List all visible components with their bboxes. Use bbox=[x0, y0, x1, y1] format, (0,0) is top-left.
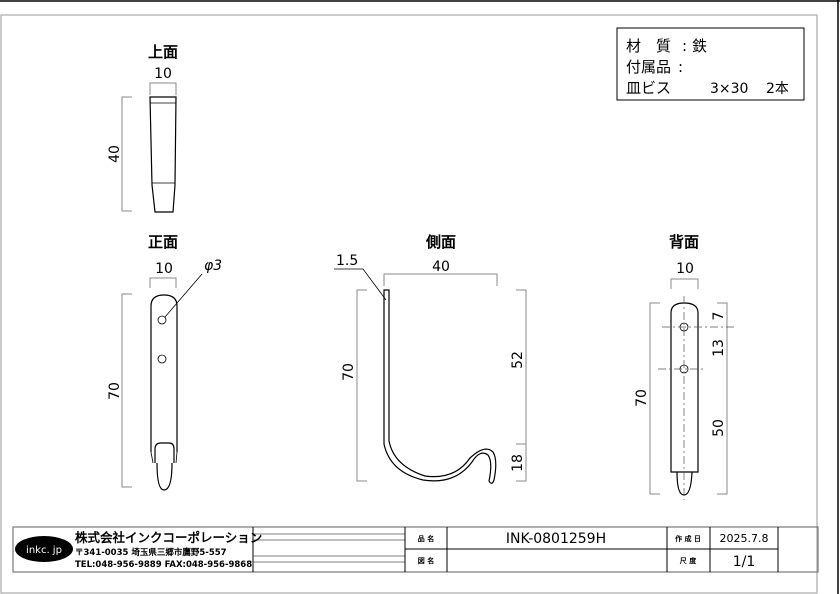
back-view-title: 背面 bbox=[669, 233, 699, 251]
accessories-colon: : bbox=[678, 58, 683, 76]
scale-label: 尺 度 bbox=[679, 556, 697, 565]
drawing-name-label: 図 名 bbox=[418, 556, 434, 565]
date-label: 作 成 日 bbox=[675, 534, 701, 543]
material-label: 材 質 bbox=[626, 37, 671, 55]
scale-value: 1/1 bbox=[733, 554, 756, 570]
product-name-value: INK-0801259H bbox=[506, 531, 606, 547]
spec-box: 材 質 : 鉄 付属品 : 皿ビス 3×30 2本 bbox=[616, 27, 805, 101]
title-block: inkc. jp 株式会社インクコーポレーション 〒341-0035 埼玉県三郷… bbox=[12, 526, 819, 573]
side-lower-dim: 18 bbox=[510, 454, 526, 472]
screw-hole bbox=[157, 315, 167, 325]
screw-hole bbox=[157, 354, 167, 364]
back-dim-c: 50 bbox=[711, 419, 727, 437]
front-view-title: 正面 bbox=[148, 233, 178, 251]
hole-diameter-dim: φ3 bbox=[204, 258, 222, 274]
side-upper-dim: 52 bbox=[510, 351, 526, 369]
side-depth-dim: 40 bbox=[432, 259, 450, 275]
front-width-dim: 10 bbox=[155, 261, 173, 277]
top-width-dim: 10 bbox=[154, 66, 172, 82]
top-view-title: 上面 bbox=[148, 43, 178, 61]
company-logo bbox=[15, 536, 73, 562]
side-view: 側面 1.5 40 70 52 18 bbox=[334, 233, 527, 484]
logo-text: inkc. jp bbox=[26, 545, 62, 556]
company-name: 株式会社インクコーポレーション bbox=[75, 530, 262, 545]
side-view-title: 側面 bbox=[425, 233, 456, 251]
date-value: 2025.7.8 bbox=[720, 532, 769, 545]
product-name-label: 品 名 bbox=[418, 534, 434, 543]
material-colon: : bbox=[682, 37, 687, 55]
side-thickness-dim: 1.5 bbox=[336, 253, 358, 269]
front-view: 正面 10 70 φ3 bbox=[107, 233, 222, 491]
back-width-dim: 10 bbox=[676, 261, 694, 277]
side-height-dim: 70 bbox=[341, 363, 357, 381]
front-height-dim: 70 bbox=[107, 382, 123, 400]
back-dim-a: 7 bbox=[711, 312, 727, 321]
back-view: 背面 10 70 7 13 50 bbox=[634, 233, 735, 500]
inner-frame bbox=[0, 14, 818, 594]
company-contact: TEL:048-956-9889 FAX:048-956-9868 bbox=[75, 560, 252, 570]
screw-count: 2本 bbox=[766, 81, 789, 97]
screw-label: 皿ビス bbox=[626, 79, 671, 97]
material-value: 鉄 bbox=[692, 37, 707, 55]
top-height-dim: 40 bbox=[107, 145, 123, 163]
accessories-label: 付属品 bbox=[626, 58, 671, 76]
back-height-dim: 70 bbox=[634, 389, 650, 407]
top-view: 上面 10 40 bbox=[107, 43, 178, 213]
screw-value: 3×30 bbox=[710, 81, 748, 97]
back-dim-b: 13 bbox=[711, 339, 727, 357]
company-address: 〒341-0035 埼玉県三郷市鷹野5-557 bbox=[75, 547, 227, 558]
